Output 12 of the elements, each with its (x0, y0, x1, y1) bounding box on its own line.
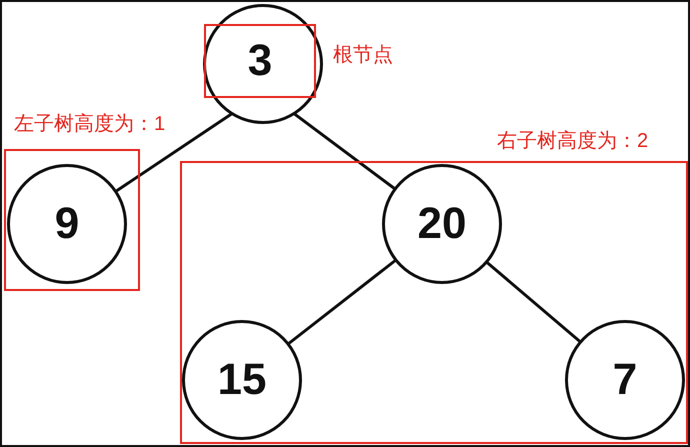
tree-edge (293, 112, 396, 190)
node-value: 15 (218, 356, 266, 404)
node-value: 9 (54, 200, 80, 248)
node-value: 7 (612, 356, 638, 404)
node-value: 20 (418, 200, 466, 248)
frame-annotation: 左子树高度为：1 (14, 112, 166, 136)
frame-annotation: 根节点 (333, 43, 393, 67)
node-value: 3 (248, 37, 272, 85)
tree-edge (114, 112, 233, 193)
tree-edge (486, 260, 582, 344)
tree-edge (287, 258, 397, 346)
frame-annotation: 右子树高度为：2 (497, 129, 648, 153)
